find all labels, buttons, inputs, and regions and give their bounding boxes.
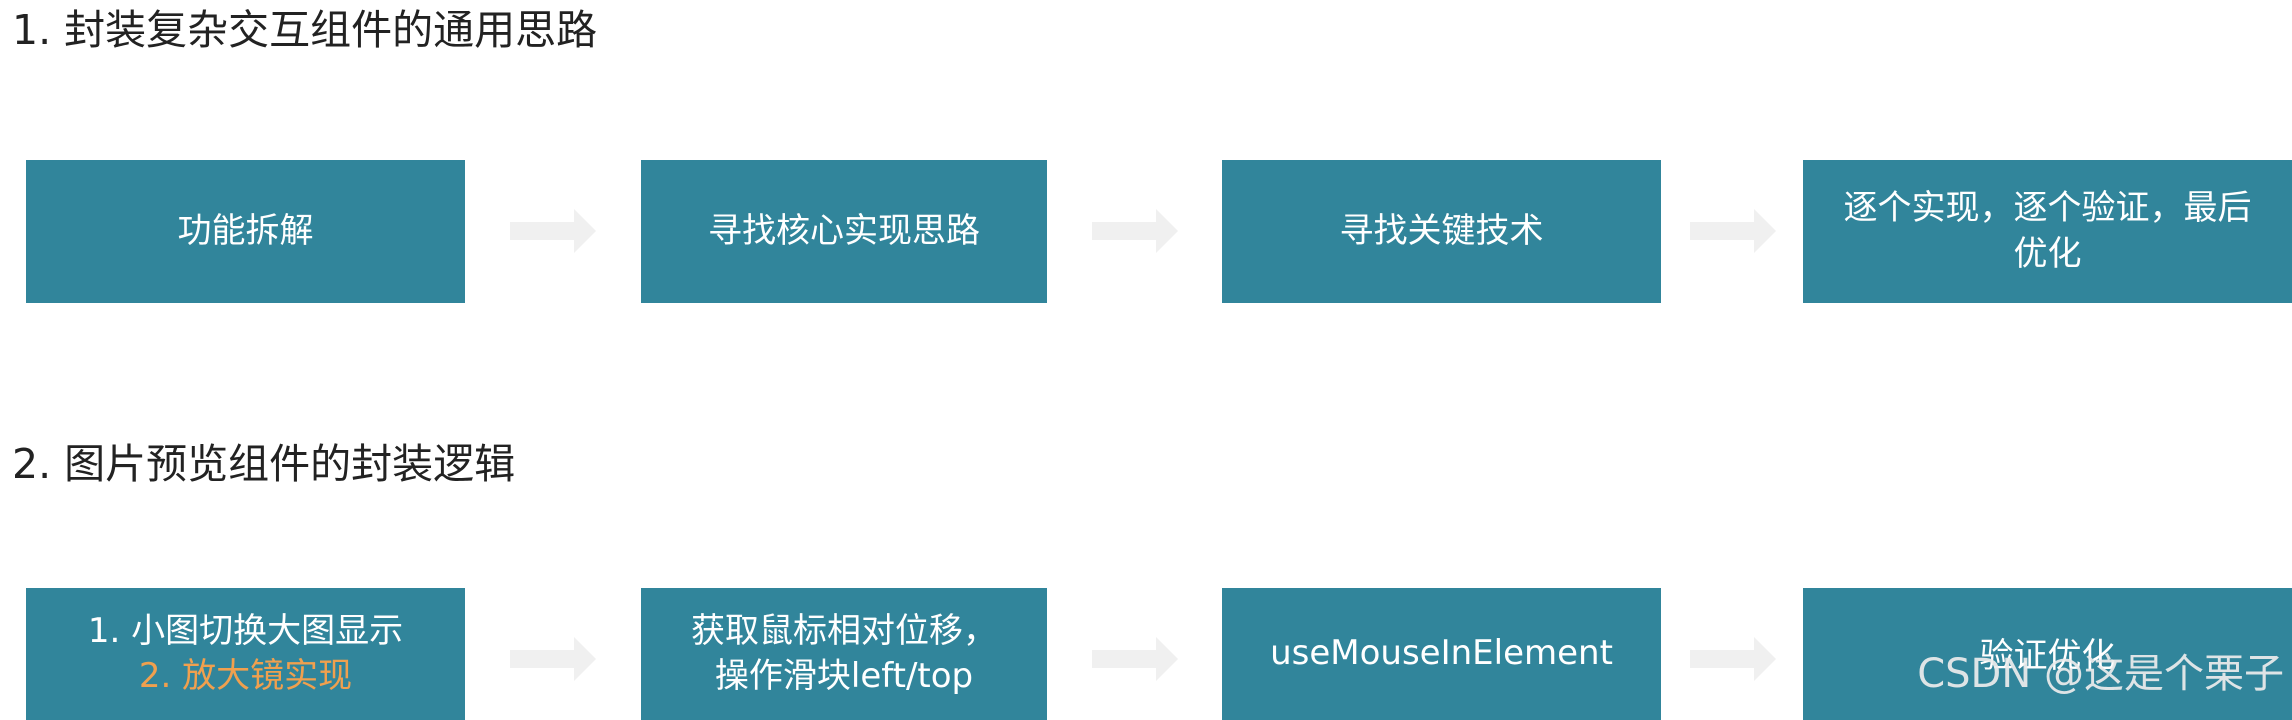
step-text: 验证优化	[1979, 636, 2116, 676]
step-text-line-1: 获取鼠标相对位移，	[691, 610, 997, 651]
flow-step-verify-optimize: 验证优化	[1803, 588, 2292, 720]
step-text: 寻找关键技术	[1339, 210, 1544, 251]
step-text-line-2-highlight: 2. 放大镜实现	[138, 656, 353, 696]
section-heading-image-preview-logic: 2. 图片预览组件的封装逻辑	[12, 440, 516, 488]
step-text-line-2: 优化	[2013, 233, 2082, 274]
arrow-right-icon	[1092, 637, 1178, 681]
section-heading-general-approach: 1. 封装复杂交互组件的通用思路	[12, 6, 598, 54]
flow-step-find-key-tech: 寻找关键技术	[1222, 160, 1661, 303]
flow-step-implement-verify-optimize: 逐个实现，逐个验证，最后 优化	[1803, 160, 2292, 303]
step-text-line-1: 逐个实现，逐个验证，最后	[1843, 188, 2252, 229]
watermark: CSDN @这是个栗子	[1917, 651, 2284, 697]
arrow-right-icon	[510, 637, 596, 681]
arrow-right-icon	[1092, 209, 1178, 253]
step-text: 功能拆解	[177, 210, 314, 251]
step-text-line-2: 操作滑块left/top	[714, 656, 974, 696]
flow-step-find-core-approach: 寻找核心实现思路	[641, 160, 1047, 303]
arrow-right-icon	[510, 209, 596, 253]
step-text: useMouseInElement	[1270, 633, 1613, 674]
arrow-right-icon	[1690, 209, 1776, 253]
step-text: 寻找核心实现思路	[708, 210, 980, 251]
flow-step-feature-breakdown: 功能拆解	[26, 160, 465, 303]
flow-step-thumb-switch-and-magnifier: 1. 小图切换大图显示 2. 放大镜实现	[26, 588, 465, 720]
flow-step-mouse-offset-slider: 获取鼠标相对位移， 操作滑块left/top	[641, 588, 1047, 720]
flow-step-use-mouse-in-element: useMouseInElement	[1222, 588, 1661, 720]
arrow-right-icon	[1690, 637, 1776, 681]
step-text-line-1: 1. 小图切换大图显示	[87, 610, 404, 651]
